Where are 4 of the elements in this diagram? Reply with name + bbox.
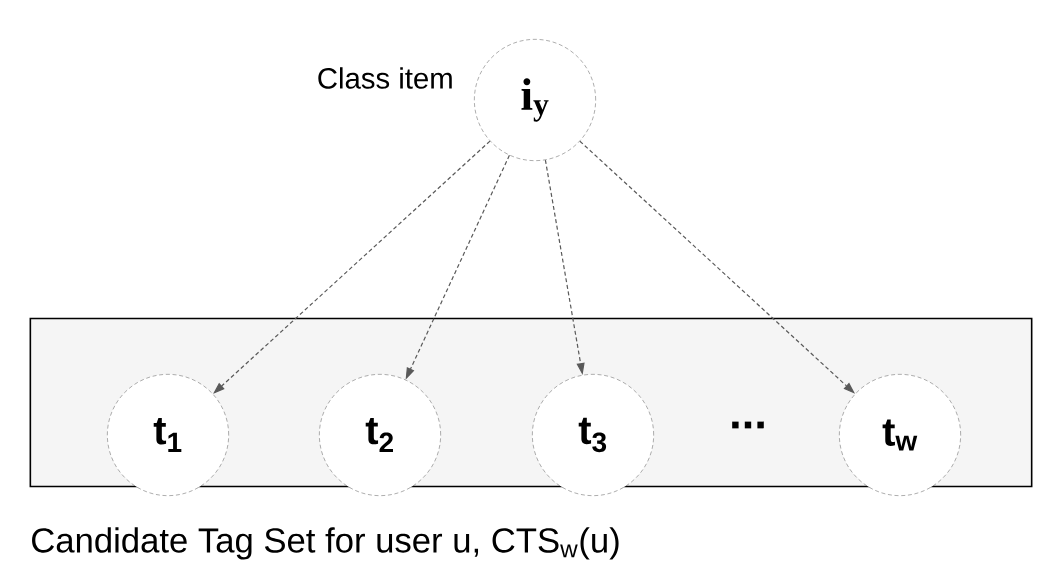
box-caption: Candidate Tag Set for user u, CTS$_{w}$(u): [32, 527, 619, 560]
ellipsis: ...: [732, 421, 764, 429]
node-label: Class item: [318, 67, 452, 89]
arrow: [213, 140, 491, 394]
